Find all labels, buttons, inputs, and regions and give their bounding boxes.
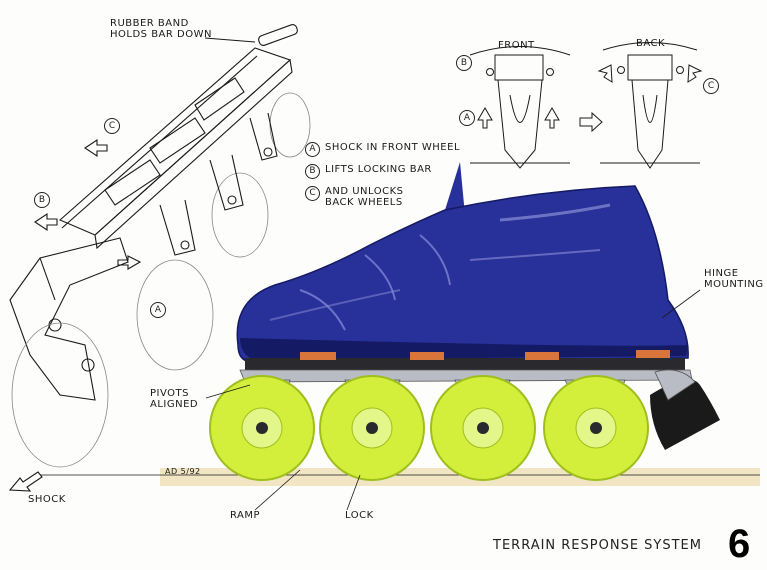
leader-lines [205,289,701,511]
legend-text-b: LIFTS LOCKING BAR [325,164,432,175]
legend-key-a: A [305,142,320,157]
legend-item-c: C AND UNLOCKS BACK WHEELS [305,186,403,208]
front-back-detail [469,42,703,169]
back-label: BACK [636,38,666,49]
legend-key-c: C [305,186,320,201]
callout-c-frame: C [104,118,120,134]
callout-a-frame: A [150,302,166,318]
callout-a-front: A [459,110,475,126]
legend-text-a: SHOCK IN FRONT WHEEL [325,142,461,153]
legend-key-b: B [305,164,320,179]
signature-note: AD 5/92 [165,467,201,476]
legend-item-b: B LIFTS LOCKING BAR [305,164,432,179]
rubber-band-line2: HOLDS BAR DOWN [110,29,212,40]
wheel-4 [543,375,649,481]
hinge-mounting-note: HINGE MOUNTING [704,268,764,290]
ramp-note: RAMP [230,510,261,521]
shock-note: SHOCK [28,494,66,505]
page-number: 6 [728,522,751,566]
wheel-2 [319,375,425,481]
heel-brake [650,369,720,450]
wheel-3 [430,375,536,481]
wheel-1 [209,375,315,481]
rubber-band-line1: RUBBER BAND [110,18,189,29]
lock-note: LOCK [345,510,374,521]
legend-item-a: A SHOCK IN FRONT WHEEL [305,142,460,157]
front-label: FRONT [498,40,535,51]
exploded-frame-sketch [8,24,311,492]
pivots-aligned-note: PIVOTS ALIGNED [150,388,199,410]
skate-boot [236,162,689,363]
sheet-title: TERRAIN RESPONSE SYSTEM [493,538,702,553]
callout-b-frame: B [34,192,50,208]
callout-b-front: B [456,55,472,71]
rubber-band-note: RUBBER BAND HOLDS BAR DOWN [110,18,212,40]
callout-c-back: C [703,78,719,94]
legend-text-c: AND UNLOCKS BACK WHEELS [325,186,404,208]
